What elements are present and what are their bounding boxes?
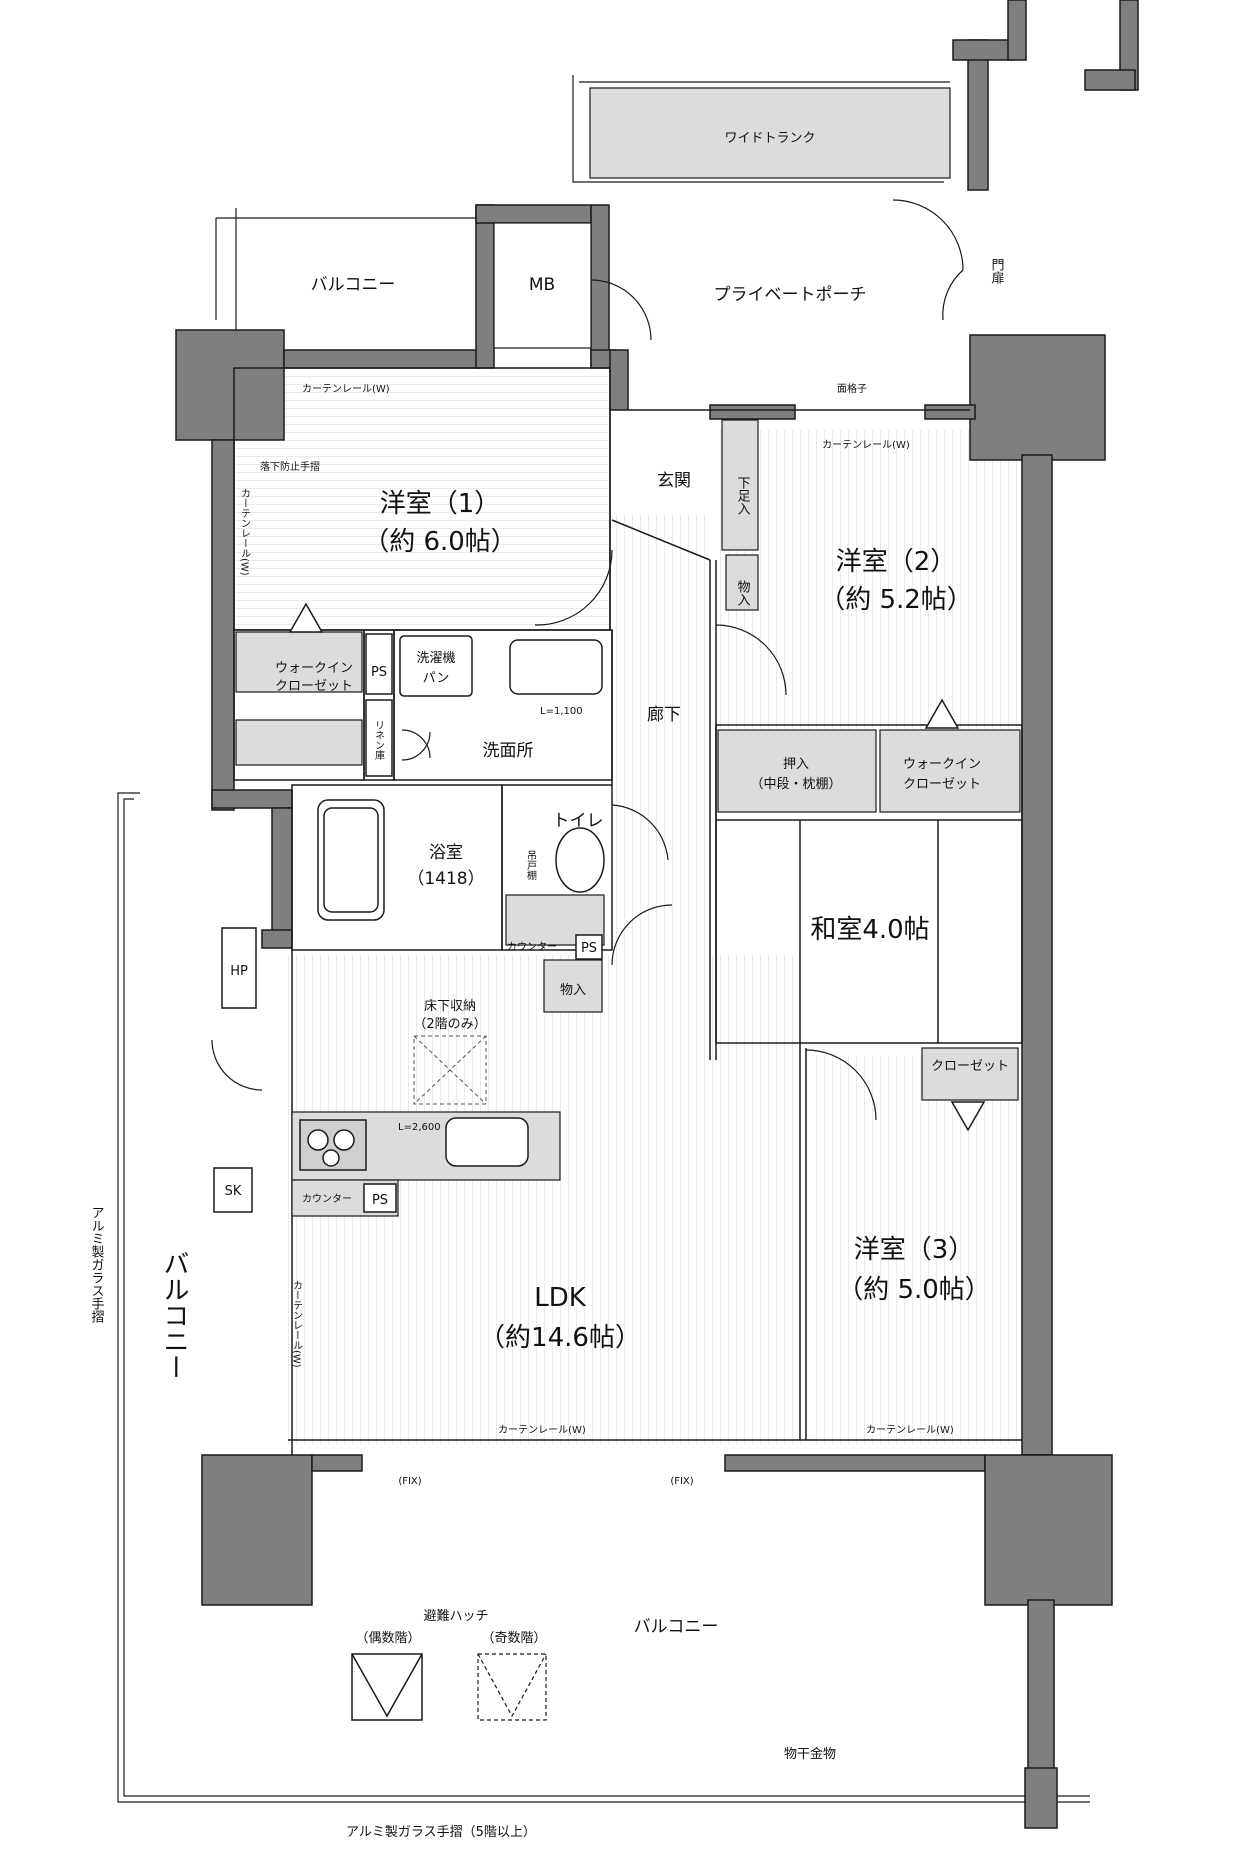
linen-box	[365, 699, 393, 777]
ps3-label: PS	[372, 1193, 388, 1208]
toilet-bowl	[555, 827, 605, 893]
ps-box-2	[575, 934, 603, 960]
vanity-len-label: L=1,100	[540, 706, 583, 717]
closet-3	[921, 1047, 1019, 1101]
storage-entry	[725, 554, 759, 611]
hp-unit	[221, 927, 257, 1009]
interior-lines	[233, 367, 1023, 1455]
shoe-storage	[721, 419, 759, 551]
balcony-bottom-label: バルコニー	[634, 1617, 719, 1637]
bathtub	[317, 799, 385, 921]
western3-name: 洋室（3）	[854, 1235, 975, 1265]
clothes-hanger-label: 物干金物	[784, 1746, 836, 1762]
western1-size: （約 6.0帖）	[363, 527, 517, 557]
washer-pan	[399, 635, 473, 697]
alum-glass-side-label: アルミ製ガラス手摺	[89, 1206, 105, 1323]
escape-hatch-label: 避難ハッチ	[423, 1609, 488, 1624]
alum-glass-bottom-label: アルミ製ガラス手摺（5階以上）	[346, 1825, 536, 1840]
private-porch-label: プライベートポーチ	[714, 285, 867, 305]
storage-ldk-label: 物入	[560, 983, 586, 998]
hp-label: HP	[230, 964, 248, 979]
fall-rail-label: 落下防止手摺	[260, 460, 320, 473]
western2-floor	[720, 430, 1020, 730]
japanese-room-label: 和室4.0帖	[810, 915, 929, 945]
storage-ldk	[543, 959, 603, 1013]
shoe-storage-label: 下足入	[735, 476, 751, 515]
corridor-label: 廊下	[647, 705, 681, 725]
ps-box-1	[365, 633, 393, 695]
curtain-rail-w1: カーテンレール(W)	[302, 383, 390, 395]
wide-trunk	[589, 87, 951, 179]
wide-trunk-label: ワイドトランク	[724, 131, 815, 146]
storage-fills	[235, 87, 1021, 1217]
curtain-rail-w2: カーテンレール(W)	[822, 439, 910, 451]
washroom-label: 洗面所	[483, 741, 534, 761]
walkin2-line1: ウォークイン	[903, 757, 981, 772]
ps1-label: PS	[371, 665, 387, 680]
counter-kitchen-label: カウンター	[302, 1193, 352, 1205]
balcony-side-label: バルコニー	[159, 1250, 189, 1380]
western2-size: （約 5.2帖）	[819, 585, 973, 615]
washer-line2: パン	[423, 671, 450, 686]
oshiire-line2: （中段・枕棚）	[750, 777, 841, 792]
kitchen-len-label: L=2,600	[398, 1122, 441, 1133]
ps2-label: PS	[581, 941, 597, 956]
ldk-name: LDK	[534, 1283, 587, 1313]
closet3-label: クローゼット	[931, 1059, 1009, 1074]
toilet-label: トイレ	[553, 811, 604, 831]
walkin1-line1: ウォークイン	[275, 661, 353, 676]
entrance-label: 玄関	[657, 471, 691, 491]
oshiire-line1: 押入	[783, 757, 809, 772]
fix1-label: (FIX)	[398, 1476, 421, 1487]
escape-hatch-odd	[477, 1653, 547, 1721]
western1-floor	[236, 370, 610, 625]
ps-box-3	[363, 1183, 397, 1213]
walls	[175, 0, 1139, 1829]
ldk-size: （約14.6帖）	[479, 1323, 641, 1353]
counter-toilet-label: カウンター	[507, 941, 557, 953]
western3-size: （約 5.0帖）	[837, 1275, 991, 1305]
western1-name: 洋室（1）	[380, 489, 501, 519]
curtain-rail-v1: カーテンレール(W)	[239, 488, 251, 576]
escape-hatch-even	[351, 1653, 423, 1721]
walkin-closet-1	[235, 631, 363, 693]
hanging-shelf-label: 吊戸棚	[525, 850, 537, 881]
mb-label: MB	[529, 275, 555, 295]
sk-label: SK	[225, 1184, 242, 1199]
sk-unit	[213, 1167, 253, 1213]
even-floor-label: （偶数階）	[355, 1631, 420, 1646]
walkin1-line2: クローゼット	[275, 679, 353, 694]
vanity-sink	[509, 639, 603, 695]
gate-door-label: 門扉	[989, 258, 1005, 284]
walkin2-line2: クローゼット	[903, 777, 981, 792]
fix2-label: (FIX)	[670, 1476, 693, 1487]
western2-name: 洋室（2）	[836, 547, 957, 577]
linen-label: リネン庫	[373, 720, 385, 761]
bath-name: 浴室	[429, 843, 463, 863]
curtain-rail-w3: カーテンレール(W)	[866, 1424, 954, 1436]
walkin-closet-2	[879, 729, 1021, 813]
door-swings	[211, 199, 964, 1121]
oshiire	[717, 729, 877, 813]
fixtures	[213, 633, 605, 1213]
bath-size: （1418）	[407, 869, 484, 889]
balcony-top-label: バルコニー	[311, 275, 396, 295]
western3-floor	[810, 1055, 1018, 1445]
storage-hall-label: 物入	[735, 580, 751, 606]
underfloor-line2: （2階のみ）	[413, 1017, 486, 1032]
face-lattice-label: 面格子	[837, 382, 867, 395]
underfloor-storage	[413, 1035, 487, 1105]
mb-box	[493, 222, 592, 349]
kitchen-sink	[445, 1117, 529, 1167]
washer-line1: 洗濯機	[416, 651, 455, 666]
odd-floor-label: （奇数階）	[481, 1630, 546, 1646]
curtain-rail-v2: カーテンレール(W)	[291, 1280, 303, 1368]
underfloor-line1: 床下収納	[424, 999, 476, 1014]
balcony-railing	[117, 75, 1090, 1803]
triangle-markers	[288, 602, 986, 1132]
curtain-rail-ldk: カーテンレール(W)	[498, 1424, 586, 1436]
